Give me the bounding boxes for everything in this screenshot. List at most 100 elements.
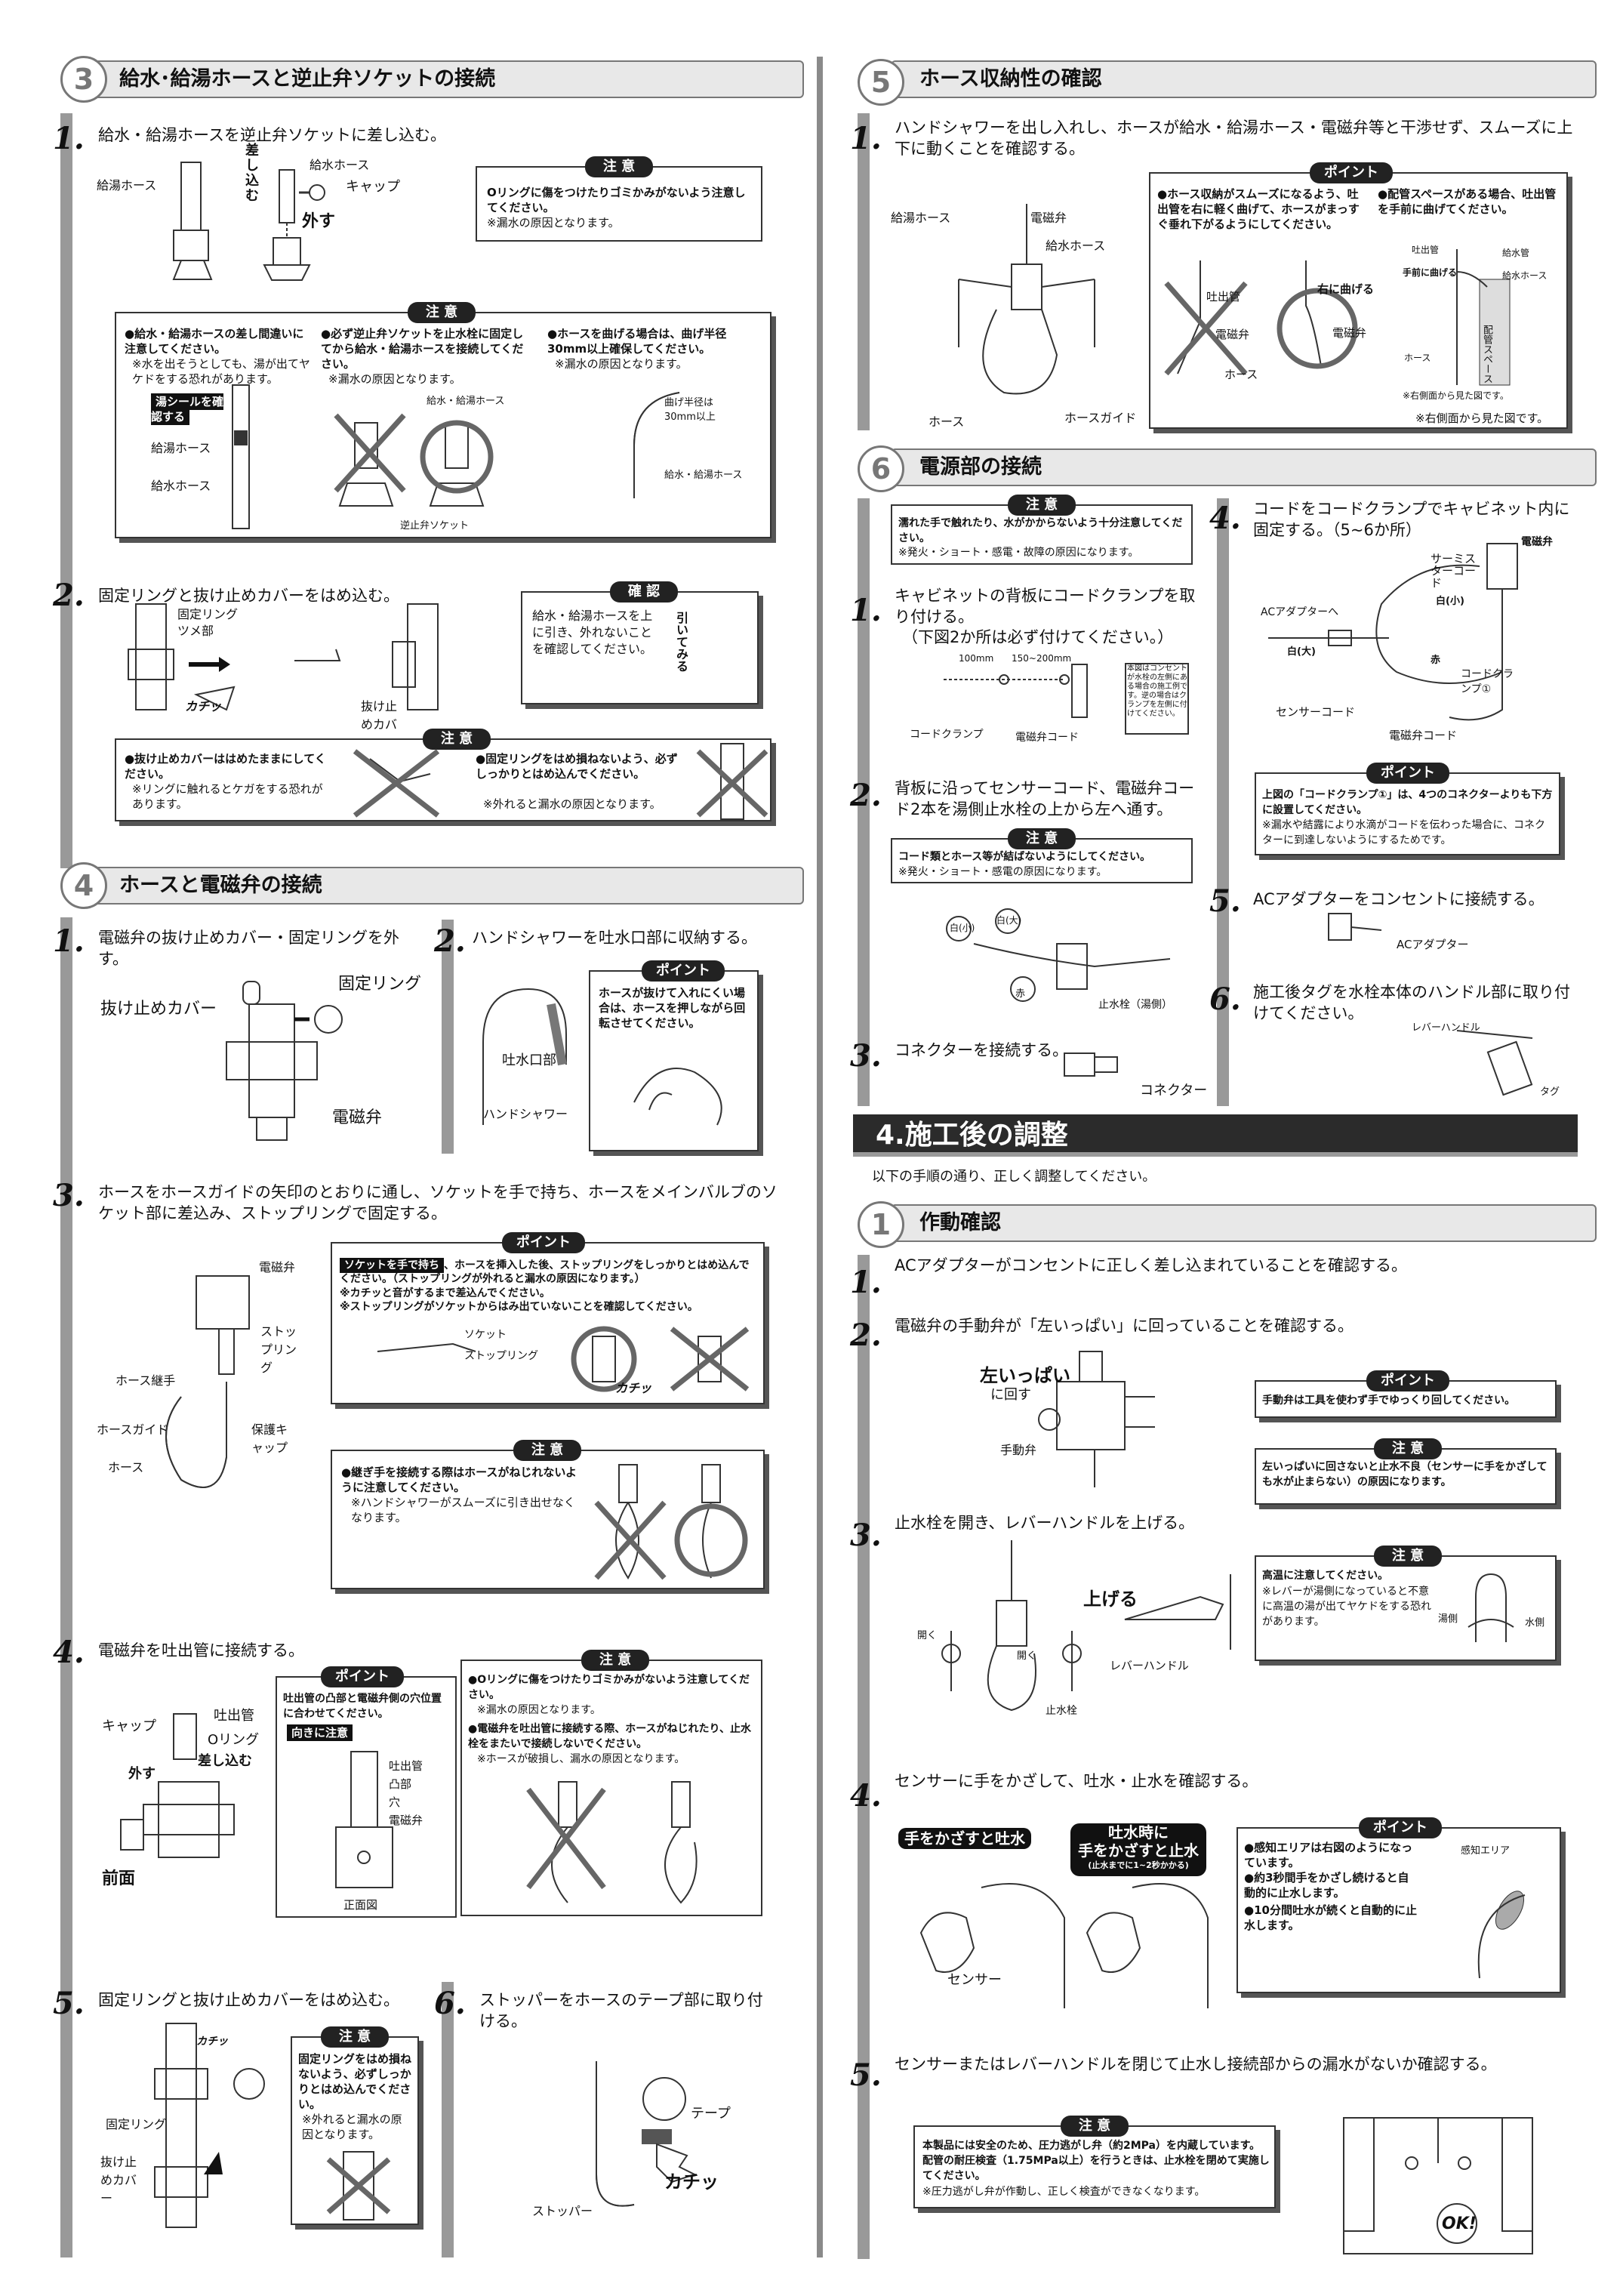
section-3-header: 給水･給湯ホースと逆止弁ソケットの接続 (91, 60, 804, 98)
label-hot-hose: 給湯ホース (151, 441, 211, 455)
cord-routing-illustration (946, 908, 1171, 1002)
label-remove: 外す (302, 212, 336, 231)
point-text: ソケットを手で持ち、ホースを挿入した後、ストップリングをしっかりとはめ込んでくだ… (340, 1258, 750, 1285)
caution-text: ●継ぎ手を接続する際はホースがねじれないように注意してください。 (341, 1465, 577, 1494)
step-text: 電磁弁の手動弁が「左いっぱい」に回っていることを確認する。 (895, 1317, 1354, 1335)
point-label: ポイント (1366, 763, 1449, 784)
chapter-intro: 以下の手順の通り、正しく調整してください。 (872, 1169, 1156, 1185)
point-note-1: ※カチッと音がするまで差込んでください。 (340, 1287, 550, 1299)
label-click: カチッ (664, 2171, 719, 2193)
label-sensor: センサー (947, 1972, 1002, 1988)
label-insert: 差し込む (198, 1753, 252, 1769)
caution-label: 注 意 (321, 2026, 389, 2048)
label-cord-clamp: コードクランプ (910, 729, 984, 741)
step-side-bar (1217, 498, 1229, 1106)
label-oring: Oリング (208, 1732, 260, 1748)
caution-note: ※圧力逃がし弁が作動し、正しく検査ができなくなります。 (922, 2186, 1206, 2198)
step-text: コネクターを接続する。 (895, 1041, 1069, 1059)
note-side-view: ※右側面から見た図です。 (1415, 411, 1549, 425)
step-text: 電磁弁を吐出管に接続する。 (98, 1641, 304, 1660)
cord-layout-illustration (1268, 543, 1518, 721)
caution-note-2: ※ホースが破損し、漏水の原因となります。 (477, 1753, 685, 1765)
caution-note-2: ※外れると漏水の原因となります。 (483, 797, 661, 811)
label-water-pipe: 給水管 (1502, 248, 1530, 258)
socket-insert-illustration (377, 1326, 750, 1392)
label-connector: コネクター (1140, 1083, 1208, 1099)
section-title: ホースと電磁弁の接続 (119, 874, 322, 897)
step-text: 背板に沿ってセンサーコード、電磁弁コード2本を湯側止水栓の上から左へ通す。 (895, 779, 1195, 818)
stopper-illustration (596, 2061, 697, 2207)
note-side-view: ※右側面から見た図です。 (1403, 390, 1509, 401)
label-open: 開く (1017, 1650, 1037, 1662)
label-cap: キャップ (346, 179, 400, 195)
caution-text: 固定リングをはめ損ねないよう、必ずしっかりとはめ込んでください。 (298, 2052, 412, 2111)
section-title: 給水･給湯ホースと逆止弁ソケットの接続 (119, 67, 496, 91)
fixed-ring-illustration (128, 603, 439, 711)
label-cap: キャップ (102, 1718, 156, 1734)
label-valve: 電磁弁 (389, 1814, 423, 1827)
label-pipe-space: 配管スペース (1481, 325, 1492, 384)
label-remove: 外す (128, 1766, 156, 1782)
point-box (589, 970, 759, 1151)
caution-item-1: ●Oリングに傷をつけたりゴミかみがないよう注意してください。 (468, 1674, 750, 1701)
label-check-socket: 逆止弁ソケット (400, 520, 470, 532)
direction-tag: 向きに注意 (287, 1724, 353, 1741)
step-number: 5. (1209, 883, 1241, 919)
caution-note: ※発火・ショート・感電の原因になります。 (898, 866, 1107, 878)
step-number: 3. (850, 1038, 882, 1074)
caution-label: 注 意 (1008, 495, 1076, 516)
point-label: ポイント (1359, 1817, 1442, 1838)
cabinet-illustration (1343, 2117, 1533, 2254)
point-item-2: ●約3秒間手をかざし続けると自動的に止水します。 (1244, 1871, 1409, 1900)
label-open: 開く (917, 1630, 938, 1641)
step-number: 1. (850, 121, 882, 156)
step-text: 給水・給湯ホースを逆止弁ソケットに差し込む。 (98, 126, 446, 144)
step-text-note: （下図2か所は必ず付けてください。） (902, 628, 1174, 646)
step-number: 1. (850, 1265, 882, 1300)
label-white-small: 白(小) (1436, 596, 1464, 607)
point-item-2: ●配管スペースがある場合、吐出管を手前に曲げてください。 (1378, 187, 1557, 216)
caution-box (460, 1660, 762, 1916)
ac-adapter-illustration (1328, 913, 1382, 941)
label-valve: 電磁弁 (1030, 211, 1067, 225)
ring-warning-illustration (326, 2151, 391, 2220)
step-number: 3. (850, 1518, 882, 1553)
caution-item-1: ●給水・給湯ホースの差し間違いに注意してください。 (125, 327, 304, 356)
ring-warning-illustration (696, 743, 768, 820)
bend-radius-illustration (633, 392, 680, 498)
section-title: 電源部の接続 (919, 455, 1042, 479)
step-number: 1. (850, 593, 882, 628)
tag-hand-stop: 吐水時に 手をかざすと止水 (止水までに1~2秒かかる) (1070, 1823, 1206, 1876)
step-text: 固定リングと抜け止めカバーをはめ込む。 (98, 587, 399, 605)
label-raise: 上げる (1083, 1589, 1138, 1610)
point-box (276, 1676, 457, 1918)
label-socket: ソケット (464, 1329, 507, 1341)
label-click: カチッ (185, 699, 222, 713)
label-hole: 穴 (389, 1795, 401, 1809)
caution-note: ※ハンドシャワーがスムーズに引き出せなくなります。 (351, 1496, 575, 1524)
caution-label: 注 意 (581, 1650, 649, 1671)
caution-text: 左いっぱいに回さないと止水不良（センサーに手をかざしても水が止まらない）の原因に… (1262, 1461, 1548, 1488)
section-number-badge: 4 (60, 862, 107, 909)
valve-pipe-illustration (120, 1713, 235, 1858)
step-text: 電磁弁の抜け止めカバー・固定リングを外す。 (98, 929, 399, 968)
label-ac-adapter: ACアダプターへ (1261, 606, 1339, 618)
label-cover: 抜け止めカバー (100, 1000, 217, 1019)
side-view-illustration (1456, 249, 1511, 386)
label-white-large: 白(大) (1287, 646, 1316, 658)
label-water-hose: 給水ホース (1502, 270, 1548, 281)
cord-clamp-illustration (944, 664, 1088, 718)
caution-label: 注 意 (1374, 1546, 1442, 1567)
label-hot-hose: 給湯ホース (891, 211, 951, 225)
label-joint: ホース継手 (115, 1373, 176, 1388)
label-ok: OK! (1442, 2214, 1477, 2233)
section-6-header: 電源部の接続 (891, 448, 1597, 486)
label-sensing-area: 感知エリア (1461, 1845, 1511, 1857)
label-spout: 吐水口部 (502, 1052, 556, 1068)
label-pipe: 吐出管 (389, 1759, 423, 1773)
label-valve-cord: 電磁弁コード (1389, 729, 1458, 742)
label-protect-cap: 保護キャップ (251, 1422, 288, 1455)
label-lever: レバーハンドル (1412, 1022, 1480, 1034)
point-label: ポイント (502, 1232, 585, 1253)
step-number: 2. (850, 1318, 882, 1353)
